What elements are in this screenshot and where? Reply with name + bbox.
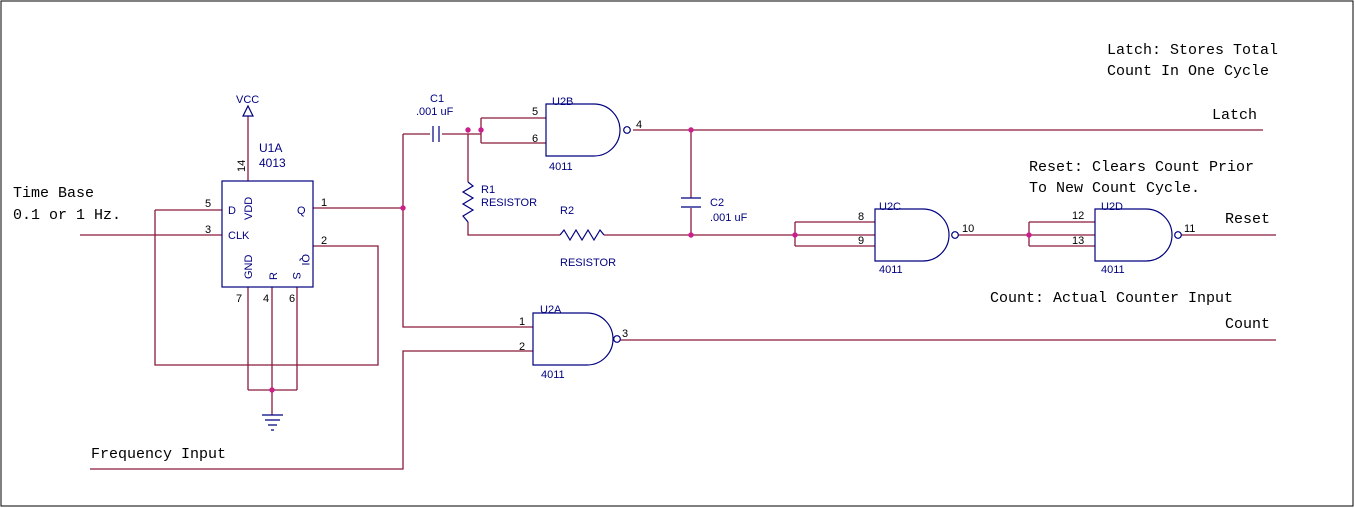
u2b-pin-b: 6 bbox=[532, 133, 538, 145]
vcc-symbol: VCC bbox=[236, 94, 259, 117]
nand-gate-u2a: U2A 4011 1 2 3 bbox=[519, 304, 628, 381]
u1a-part: 4013 bbox=[259, 156, 286, 170]
junction-dot bbox=[1026, 232, 1032, 238]
u2d-pin-out: 11 bbox=[1184, 223, 1195, 235]
u2c-ref: U2C bbox=[879, 201, 901, 213]
u2c-pin-a: 8 bbox=[858, 211, 864, 223]
reset-note-line-2: To New Count Cycle. bbox=[1029, 180, 1200, 197]
r2-value: RESISTOR bbox=[560, 257, 616, 269]
vcc-label: VCC bbox=[236, 94, 259, 106]
nand-gate-u2d: U2D 4011 12 13 11 bbox=[1072, 201, 1195, 276]
u2a-part: 4011 bbox=[541, 369, 565, 381]
u1a-pin-qi: QI bbox=[299, 254, 311, 266]
flip-flop-u1a: U1A 4013 D CLK Q VDD QI GND R S 5 3 1 2 … bbox=[205, 141, 327, 305]
u2a-pin-out: 3 bbox=[622, 328, 628, 340]
u2d-pin-b: 13 bbox=[1072, 235, 1084, 247]
time-base-label: Time Base bbox=[13, 185, 94, 202]
count-note: Count: Actual Counter Input bbox=[990, 290, 1233, 307]
frequency-input-label: Frequency Input bbox=[91, 446, 226, 463]
nand-gate-u2b: U2B 4011 5 6 4 bbox=[532, 96, 642, 173]
u2b-part: 4011 bbox=[549, 161, 573, 173]
junction-dot bbox=[269, 387, 275, 393]
junction-dot bbox=[688, 127, 694, 133]
junctions bbox=[269, 127, 1032, 393]
wires bbox=[80, 116, 1276, 470]
u1a-pinnum-r: 4 bbox=[263, 293, 269, 305]
u1a-pin-clk: CLK bbox=[228, 230, 250, 242]
reset-note-line-1: Reset: Clears Count Prior bbox=[1029, 159, 1254, 176]
u1a-pinnum-gnd: 7 bbox=[236, 293, 242, 305]
u2b-pin-out: 4 bbox=[636, 119, 642, 131]
u1a-ref: U1A bbox=[259, 141, 282, 155]
c1-ref: C1 bbox=[430, 93, 444, 105]
count-output-label: Count bbox=[1225, 316, 1270, 333]
notes: Latch: Stores Total Count In One Cycle R… bbox=[990, 42, 1278, 307]
u2c-pin-out: 10 bbox=[962, 223, 974, 235]
c2-ref: C2 bbox=[710, 197, 724, 209]
u1a-pin-r: R bbox=[268, 272, 280, 280]
u2d-part: 4011 bbox=[1101, 264, 1125, 276]
junction-dot bbox=[792, 232, 798, 238]
resistor-r1: R1 RESISTOR bbox=[461, 181, 537, 223]
resistor-r2: R2 RESISTOR bbox=[559, 205, 616, 269]
u1a-pinnum-clk: 3 bbox=[205, 224, 211, 236]
signal-labels: Time Base 0.1 or 1 Hz. Frequency Input L… bbox=[13, 107, 1270, 463]
capacitor-c1: C1 .001 uF bbox=[416, 93, 454, 142]
u2d-pin-a: 12 bbox=[1072, 210, 1084, 222]
c2-value: .001 uF bbox=[710, 212, 748, 224]
u2a-pin-b: 2 bbox=[519, 341, 525, 353]
u1a-pin-s: S bbox=[290, 272, 302, 279]
u1a-pin-vdd: VDD bbox=[243, 197, 255, 220]
junction-dot bbox=[465, 127, 471, 133]
junction-dot bbox=[400, 205, 406, 211]
junction-dot bbox=[478, 127, 484, 133]
latch-output-label: Latch bbox=[1212, 107, 1257, 124]
u1a-pin-d: D bbox=[228, 205, 236, 217]
ground-symbol bbox=[262, 414, 283, 431]
u2c-part: 4011 bbox=[879, 264, 903, 276]
u1a-pinnum-q: 1 bbox=[321, 197, 327, 209]
u2b-pin-a: 5 bbox=[532, 106, 538, 118]
u1a-pin-gnd: GND bbox=[243, 255, 255, 280]
u2a-ref: U2A bbox=[540, 304, 562, 316]
r2-ref: R2 bbox=[560, 205, 574, 217]
u1a-pinnum-qi: 2 bbox=[321, 235, 327, 247]
capacitor-c2: C2 .001 uF bbox=[681, 197, 748, 224]
u2c-pin-b: 9 bbox=[858, 235, 864, 247]
u1a-pinnum-s: 6 bbox=[289, 293, 295, 305]
r1-ref: R1 bbox=[481, 184, 495, 196]
latch-note-line-1: Latch: Stores Total bbox=[1107, 42, 1278, 59]
nand-gate-u2c: U2C 4011 8 9 10 bbox=[858, 201, 974, 276]
u1a-pin-q: Q bbox=[297, 205, 306, 217]
time-base-frequency-label: 0.1 or 1 Hz. bbox=[13, 207, 121, 224]
c1-value: .001 uF bbox=[416, 106, 454, 118]
latch-note-line-2: Count In One Cycle bbox=[1107, 63, 1269, 80]
u2d-ref: U2D bbox=[1101, 201, 1123, 213]
reset-output-label: Reset bbox=[1225, 211, 1270, 228]
r1-value: RESISTOR bbox=[481, 197, 537, 209]
u1a-pinnum-d: 5 bbox=[205, 198, 211, 210]
junction-dot bbox=[688, 232, 694, 238]
u2a-pin-a: 1 bbox=[519, 316, 525, 328]
u1a-pinnum-vdd: 14 bbox=[236, 160, 248, 172]
u2b-ref: U2B bbox=[552, 96, 573, 108]
